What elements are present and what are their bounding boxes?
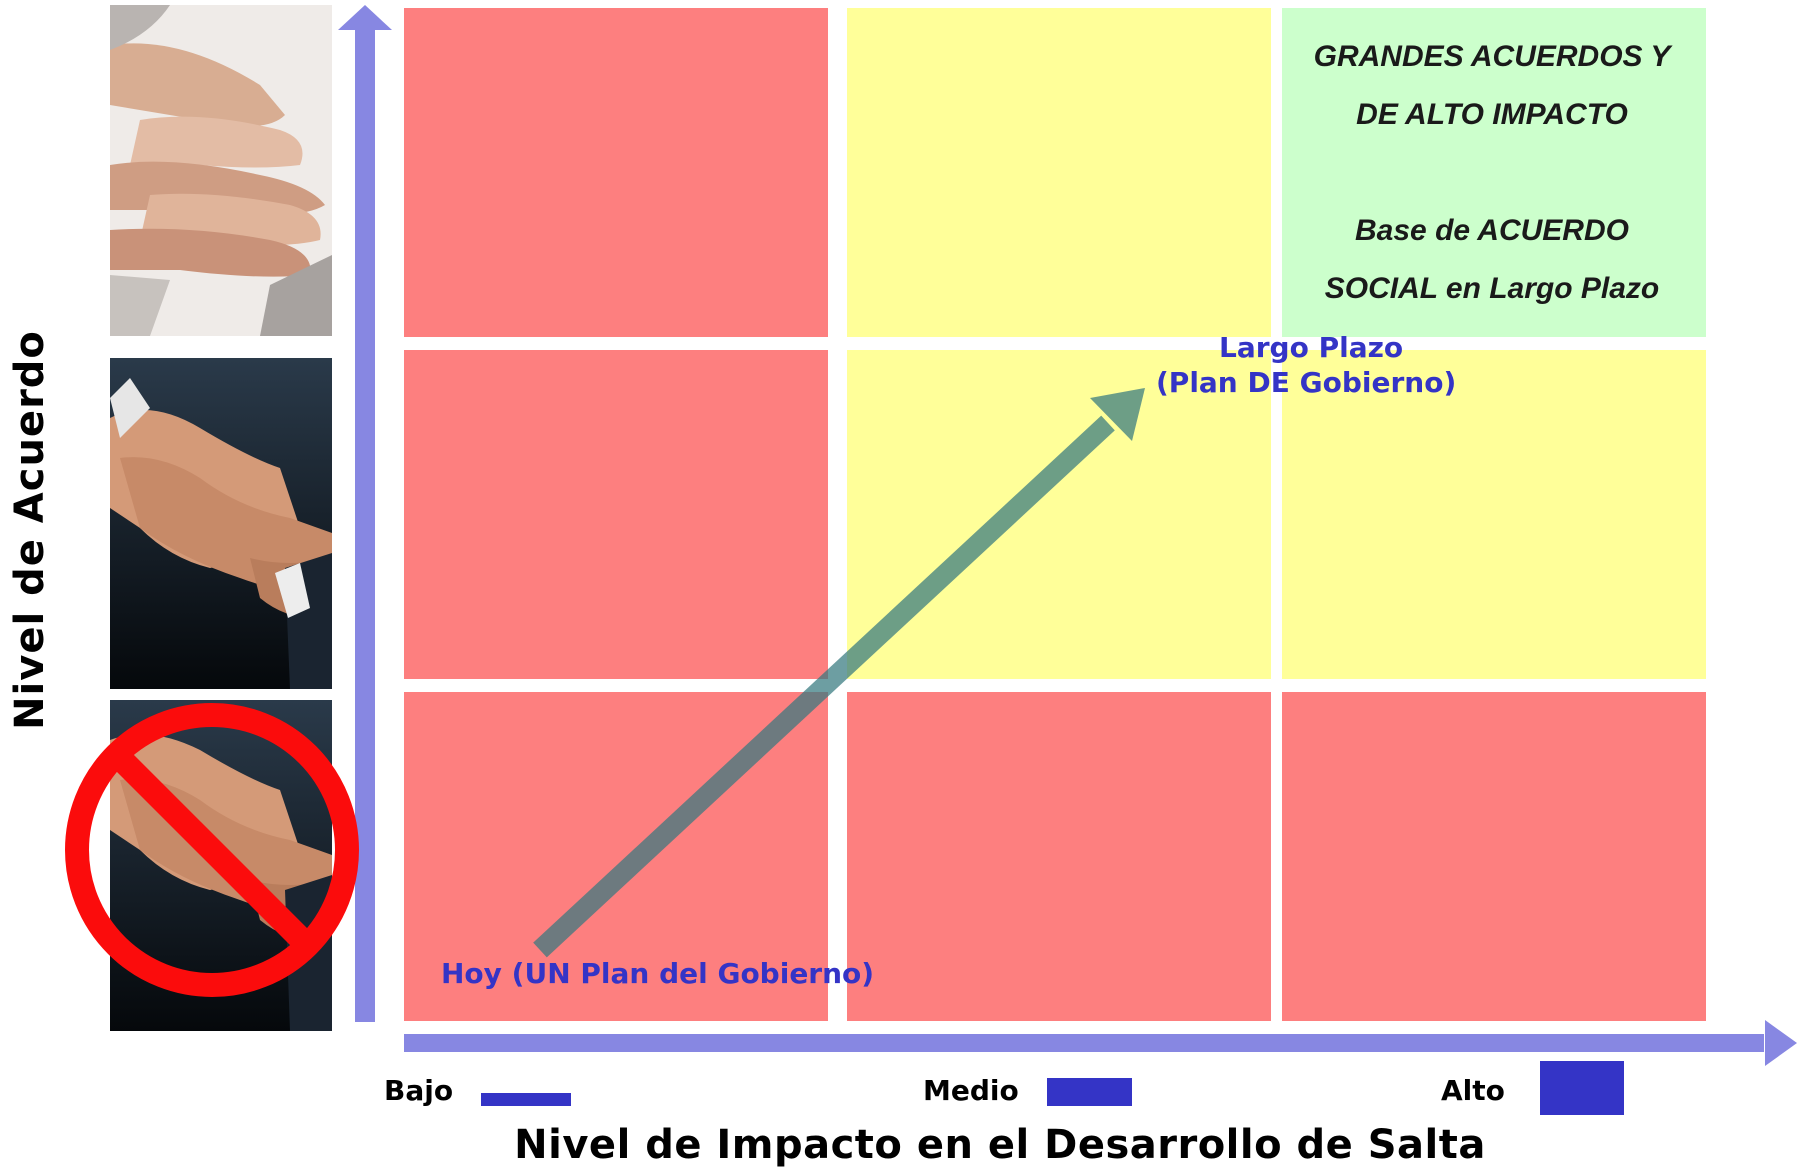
cell-low-agreement-high-impact — [1282, 692, 1706, 1021]
y-axis-label: Nivel de Acuerdo — [7, 330, 53, 730]
cell-medium-agreement-medium-impact — [847, 350, 1271, 679]
impact-level-medium-swatch — [1047, 1078, 1132, 1106]
path-end-label-line-1: Largo Plazo — [1219, 331, 1404, 364]
cell-medium-agreement-high-impact — [1282, 350, 1706, 679]
y-axis-arrow — [338, 5, 392, 1022]
impact-level-high-label: Alto — [1441, 1074, 1505, 1107]
impact-level-low-swatch — [481, 1093, 571, 1106]
prohibition-icon — [65, 703, 359, 997]
top-right-line-1: GRANDES ACUERDOS Y — [1313, 40, 1671, 73]
stacked-hands-photo — [110, 5, 332, 336]
path-start-label: Hoy (UN Plan del Gobierno) — [441, 957, 875, 990]
top-right-line-4: SOCIAL en Largo Plazo — [1324, 272, 1660, 305]
impact-level-low-label: Bajo — [384, 1074, 454, 1107]
path-end-label-line-2: (Plan DE Gobierno) — [1156, 366, 1457, 399]
cell-high-agreement-high-impact — [1282, 8, 1706, 337]
cell-high-agreement-medium-impact — [847, 8, 1271, 337]
top-right-cell-text: GRANDES ACUERDOS Y DE ALTO IMPACTO Base … — [1282, 28, 1702, 318]
x-axis-label: Nivel de Impacto en el Desarrollo de Sal… — [514, 1122, 1486, 1168]
impact-level-medium-label: Medio — [923, 1074, 1019, 1107]
top-right-line-3: Base de ACUERDO — [1355, 214, 1629, 247]
handshake-photo — [110, 358, 332, 689]
x-axis-arrow — [404, 1020, 1797, 1066]
progress-arrow — [533, 388, 1145, 958]
cell-medium-agreement-low-impact — [404, 350, 828, 679]
top-right-line-2: DE ALTO IMPACTO — [1356, 98, 1628, 131]
impact-level-high-swatch — [1540, 1061, 1624, 1115]
cell-low-agreement-medium-impact — [847, 692, 1271, 1021]
cell-high-agreement-low-impact — [404, 8, 828, 337]
